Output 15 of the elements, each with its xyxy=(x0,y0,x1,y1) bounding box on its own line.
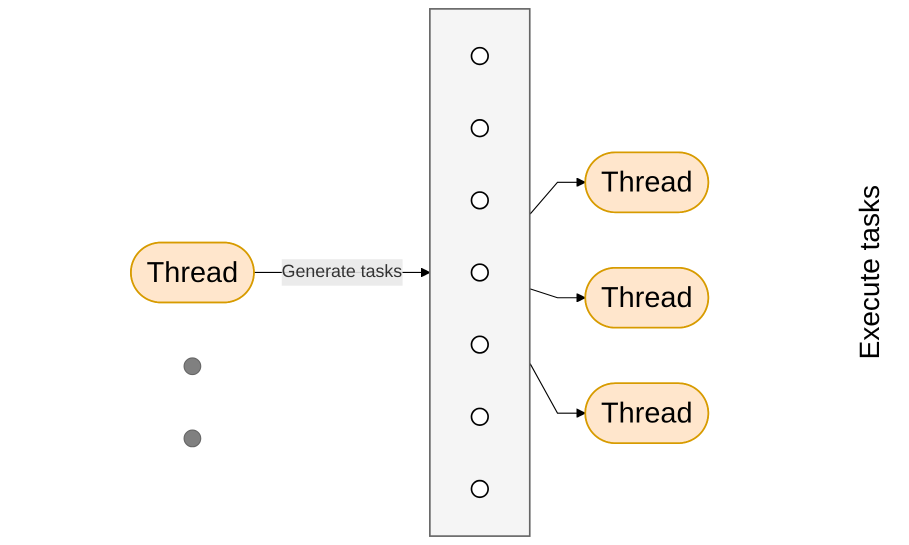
node-circle xyxy=(471,408,490,426)
node-circle xyxy=(471,335,490,354)
cluster xyxy=(429,8,531,537)
node-circle xyxy=(471,480,490,498)
arrow xyxy=(530,177,586,215)
arrow xyxy=(530,362,586,418)
edge-label: Generate tasks xyxy=(282,262,403,282)
node-circle xyxy=(471,119,490,138)
side-label: Execute tasks xyxy=(854,185,886,360)
arrow xyxy=(530,288,586,303)
node-circle xyxy=(471,191,490,210)
node-circle xyxy=(184,357,202,376)
node-circle xyxy=(471,46,490,66)
node-circle xyxy=(471,263,490,282)
node-circle xyxy=(184,430,202,448)
